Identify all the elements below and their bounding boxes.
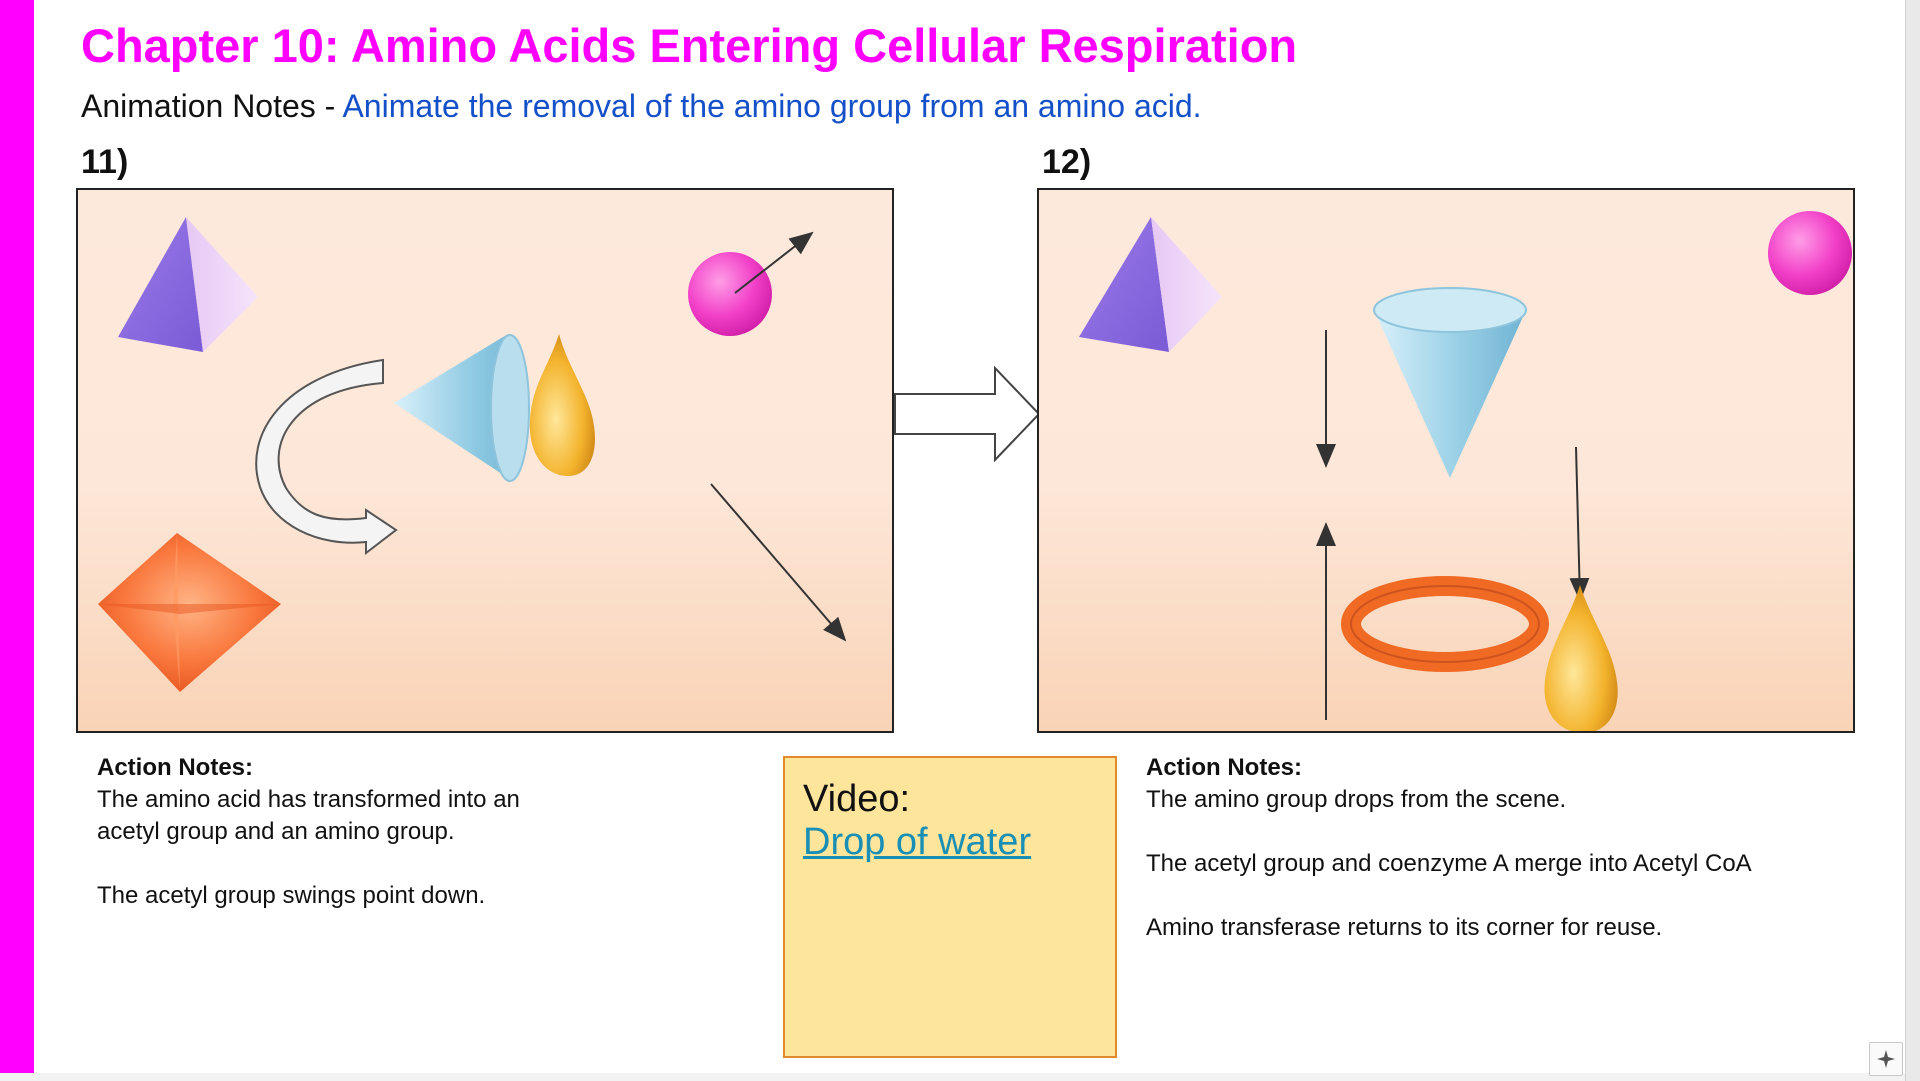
scene-11-artwork: [98, 217, 847, 692]
spacer: [97, 848, 617, 880]
panel-number-12: 12): [1042, 143, 1092, 181]
action-notes-11: Action Notes: The amino acid has transfo…: [97, 752, 617, 912]
amino-drop-shape: [1544, 585, 1618, 731]
torus-shape: [1341, 576, 1549, 672]
subtitle-prefix: Animation Notes -: [81, 88, 343, 124]
action-note-line: The amino acid has transformed into an: [97, 786, 520, 813]
panel-number-11: 11): [81, 143, 129, 181]
action-notes-heading: Action Notes:: [97, 754, 253, 781]
action-notes-12: Action Notes: The amino group drops from…: [1146, 752, 1866, 944]
exit-arrow-down: [710, 483, 847, 642]
spacer: [1146, 880, 1866, 912]
scene-panel-11: [76, 188, 894, 733]
amino-drop-shape: [529, 334, 595, 476]
sparkle-icon: [1877, 1050, 1895, 1068]
spacer: [1146, 816, 1866, 848]
action-note-line: The acetyl group swings point down.: [97, 882, 486, 909]
slide-title: Chapter 10: Amino Acids Entering Cellula…: [81, 19, 1298, 72]
video-label: Video:: [803, 778, 911, 820]
octahedron-shape: [98, 533, 281, 692]
tetrahedron-shape: [118, 217, 258, 352]
flow-arrow-icon: [894, 366, 1041, 462]
video-link[interactable]: Drop of water: [803, 821, 1032, 863]
explore-button[interactable]: [1869, 1042, 1903, 1076]
exit-arrow-up: [734, 231, 814, 294]
scene-12-artwork: [1079, 211, 1852, 731]
action-notes-heading: Action Notes:: [1146, 754, 1302, 781]
drop-arrow-right: [1569, 446, 1590, 602]
tetrahedron-shape: [1079, 217, 1222, 352]
pink-sphere-shape: [688, 252, 772, 336]
action-note-line: acetyl group and an amino group.: [97, 818, 455, 845]
pink-sphere-shape: [1768, 211, 1852, 295]
action-note-line: The amino group drops from the scene.: [1146, 786, 1567, 813]
accent-bar: [0, 0, 34, 1073]
action-note-line: Amino transferase returns to its corner …: [1146, 914, 1663, 941]
window-edge: [1905, 0, 1920, 1081]
scene-panel-12: [1037, 188, 1855, 733]
action-note-line: The acetyl group and coenzyme A merge in…: [1146, 850, 1752, 877]
curved-swing-arrow: [255, 358, 398, 556]
acetyl-cone-shape: [1373, 287, 1527, 478]
video-sticky-note: Video: Drop of water: [783, 756, 1117, 1058]
subtitle-description: Animate the removal of the amino group f…: [342, 88, 1202, 124]
slide-subtitle: Animation Notes - Animate the removal of…: [81, 88, 1202, 125]
acetyl-cone-shape: [394, 334, 530, 482]
